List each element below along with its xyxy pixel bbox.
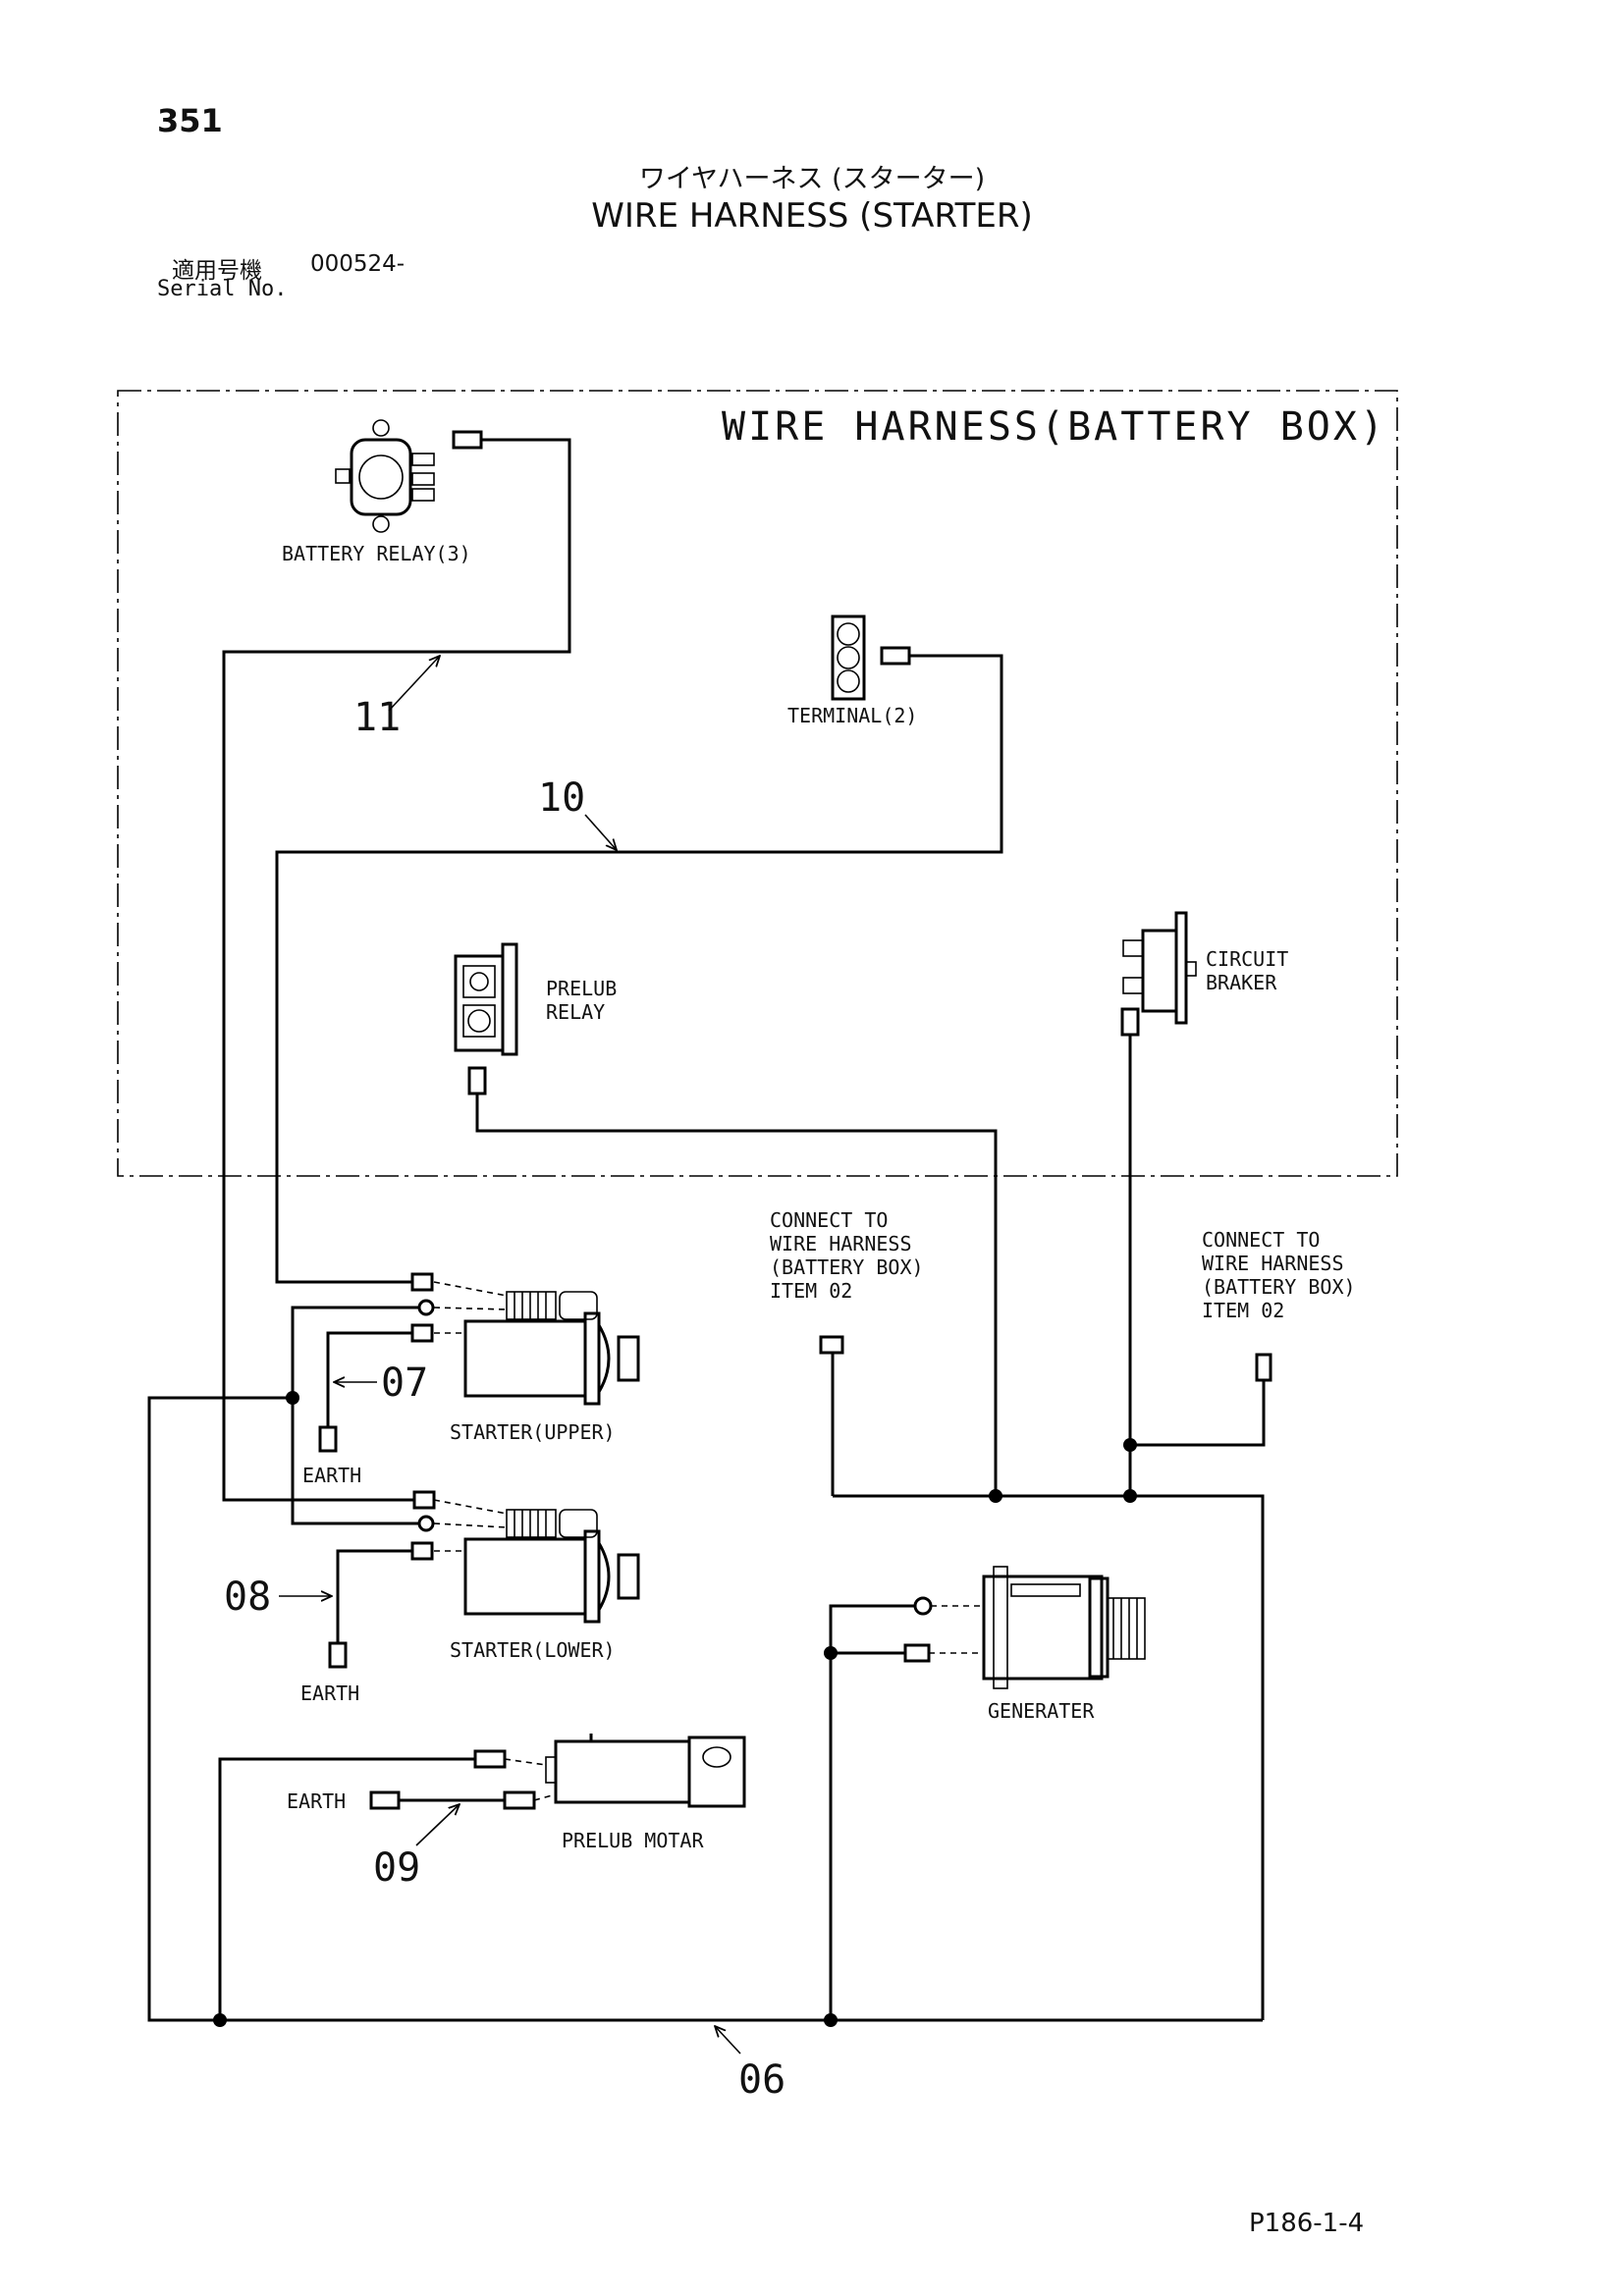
starter-lower-label: STARTER(LOWER) — [450, 1638, 616, 1662]
prelub-motar-connector-2 — [503, 1790, 536, 1810]
svg-text:CONNECT TO: CONNECT TO — [770, 1208, 888, 1232]
starter-lower — [463, 1509, 640, 1624]
connect-note-right: CONNECT TO WIRE HARNESS (BATTERY BOX) IT… — [1202, 1228, 1356, 1322]
wire-06 — [147, 1396, 1263, 2022]
circuit-braker — [1120, 911, 1197, 1037]
generater-label: GENERATER — [988, 1699, 1095, 1723]
wire-08 — [336, 1549, 412, 1643]
svg-text:(BATTERY BOX): (BATTERY BOX) — [1202, 1275, 1356, 1299]
prelub-motar-label: PRELUB MOTAR — [562, 1829, 704, 1852]
junction-bus — [1123, 1489, 1137, 1503]
battery-relay-label: BATTERY RELAY(3) — [282, 542, 471, 565]
starter-lower-connector-2 — [417, 1515, 435, 1532]
drawing-code: P186-1-4 — [1249, 2209, 1365, 2238]
junction-bottom-left — [213, 2013, 227, 2027]
wire-starter-b — [291, 1306, 419, 1525]
starter-upper-label: STARTER(UPPER) — [450, 1420, 616, 1444]
serial-value: 000524- — [310, 251, 406, 277]
starter-upper-connector-3 — [410, 1323, 434, 1343]
generater — [982, 1566, 1146, 1689]
item-08-label: 08 — [224, 1575, 271, 1620]
earth-upper-connector — [318, 1425, 338, 1453]
battery-box-title: WIRE HARNESS(BATTERY BOX) — [722, 404, 1386, 450]
earth-lower-connector — [328, 1641, 348, 1669]
circuit-braker-label-line2: BRAKER — [1206, 971, 1277, 994]
connect-connector-right — [1255, 1353, 1272, 1382]
earth-motar-label: EARTH — [287, 1789, 346, 1813]
serial-label-english: Serial No. — [157, 277, 288, 301]
earth-lower-label: EARTH — [300, 1682, 359, 1705]
item-09-leader — [415, 1804, 460, 1846]
title-english: WIRE HARNESS (STARTER) — [591, 196, 1033, 236]
wire-right-bus — [833, 1494, 1265, 2020]
battery-box-boundary — [117, 390, 1398, 1177]
item-10-leader — [584, 814, 617, 850]
item-11-leader — [388, 656, 440, 712]
svg-text:ITEM 02: ITEM 02 — [770, 1279, 852, 1303]
svg-text:WIRE HARNESS: WIRE HARNESS — [1202, 1252, 1344, 1275]
title-japanese: ワイヤハーネス (スターター) — [638, 164, 986, 194]
svg-text:WIRE HARNESS: WIRE HARNESS — [770, 1232, 912, 1255]
circuit-braker-label-line1: CIRCUIT — [1206, 947, 1288, 971]
wire-10 — [275, 654, 1003, 1284]
terminal — [831, 614, 911, 701]
connect-connector-left — [819, 1335, 844, 1355]
starter-upper-connector-1 — [410, 1272, 434, 1292]
svg-text:CONNECT TO: CONNECT TO — [1202, 1228, 1320, 1252]
item-09-label: 09 — [373, 1845, 420, 1891]
wire-generater-1 — [829, 1604, 915, 2020]
earth-upper-label: EARTH — [302, 1464, 361, 1487]
connect-note-left: CONNECT TO WIRE HARNESS (BATTERY BOX) IT… — [770, 1208, 924, 1303]
item-06-label: 06 — [738, 2057, 785, 2103]
svg-text:(BATTERY BOX): (BATTERY BOX) — [770, 1255, 924, 1279]
junction-generater — [824, 1646, 838, 1660]
starter-upper-connector-2 — [417, 1299, 435, 1316]
junction-braker — [1123, 1438, 1137, 1452]
prelub-relay-label-line1: PRELUB — [546, 977, 617, 1000]
starter-lower-connector-1 — [412, 1490, 436, 1510]
page-number: 351 — [157, 102, 223, 139]
prelub-motar-connector-1 — [473, 1749, 507, 1769]
junction-bottom-right — [824, 2013, 838, 2027]
wire-prelub-motar — [218, 1757, 475, 2020]
generater-connector-1 — [913, 1596, 933, 1616]
prelub-relay — [454, 942, 518, 1095]
prelub-motar — [545, 1734, 746, 1808]
terminal-label: TERMINAL(2) — [787, 704, 917, 727]
wire-11 — [222, 438, 571, 1502]
item-11-label: 11 — [353, 695, 401, 740]
item-07-label: 07 — [381, 1361, 428, 1406]
svg-text:ITEM 02: ITEM 02 — [1202, 1299, 1284, 1322]
junction-starter — [286, 1391, 299, 1405]
item-06-leader — [715, 2026, 741, 2055]
battery-relay — [335, 419, 483, 533]
earth-motar-connector — [369, 1790, 401, 1810]
starter-lower-connector-3 — [410, 1541, 434, 1561]
junction-prelub — [989, 1489, 1002, 1503]
item-10-label: 10 — [538, 775, 585, 821]
wire-07 — [326, 1331, 412, 1427]
wire-prelub-relay — [475, 1094, 998, 1496]
prelub-relay-label-line2: RELAY — [546, 1000, 605, 1024]
wire-connect-right — [1130, 1380, 1266, 1447]
starter-upper — [463, 1291, 640, 1406]
generater-connector-2 — [903, 1643, 931, 1663]
serial-label-japanese: 適用号機 — [172, 258, 262, 284]
